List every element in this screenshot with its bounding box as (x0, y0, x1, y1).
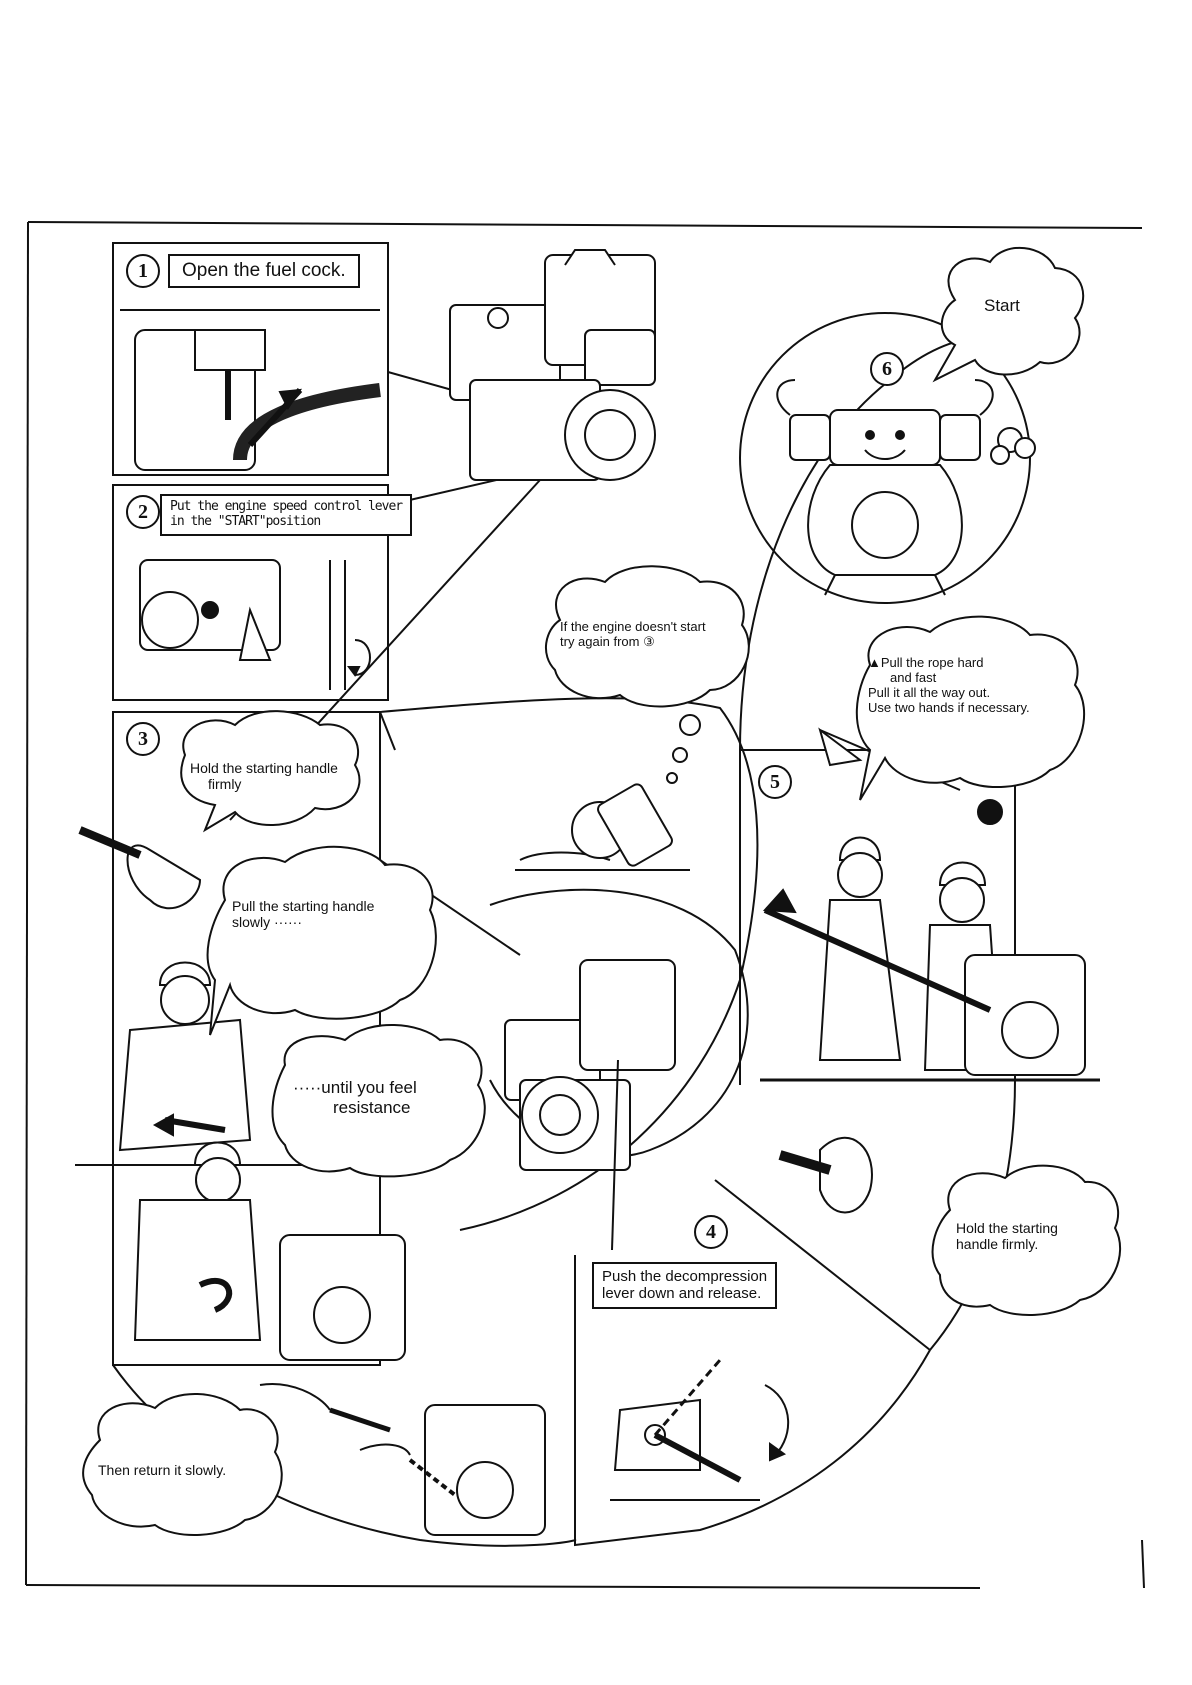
fuel-cock-icon (120, 309, 381, 471)
decompression-lever-icon (610, 1359, 790, 1501)
step-2-caption-line1: Put the engine speed control lever (170, 499, 403, 514)
bubble-start-shape (932, 246, 1085, 383)
bubble-hold-right-shape (931, 1164, 1121, 1317)
engine-top-icon (449, 249, 656, 481)
bubble-hold-right-text: Hold the starting handle firmly. (956, 1220, 1058, 1252)
bubble-hold-left-line2: firmly (208, 776, 242, 793)
bubble-hold-left-line1: Hold the starting handle (190, 760, 338, 776)
bubble-until-resistance-shape (271, 1023, 486, 1178)
frame-bottom-line (25, 1584, 981, 1589)
step-2-caption-line2: in the "START"position (170, 513, 321, 529)
speed-lever-icon (139, 559, 371, 690)
bubble-pull-rope-line1: ▲Pull the rope hard (868, 655, 984, 670)
step1-panel (112, 242, 389, 476)
step-6-marker: 6 (870, 352, 904, 386)
step2-panel (112, 484, 389, 701)
bubble-pull-rope-line4: Use two hands if necessary. (868, 699, 1030, 715)
workers-pulling-icon (760, 727, 1100, 1082)
frame-right-line (1141, 1539, 1145, 1589)
step-3-marker: 3 (126, 722, 160, 756)
bubble-try-again-text: If the engine doesn't start try again fr… (560, 619, 706, 650)
bubble-until-resistance-line2: resistance (333, 1097, 411, 1117)
bubble-hold-left-text: Hold the starting handle firmly (190, 760, 338, 792)
resting-man-icon (515, 714, 701, 871)
bubble-pull-slowly-line1: Pull the starting handle (232, 898, 375, 914)
bubble-start-text: Start (984, 296, 1020, 315)
frame-left-line (25, 221, 29, 1586)
step-4-caption-line1: Push the decompression (602, 1268, 768, 1285)
step4-panel (574, 1255, 931, 1547)
bubble-hold-right-line2: handle firmly. (956, 1236, 1039, 1253)
bubble-pull-rope-shape (855, 615, 1085, 801)
bubble-try-again-shape (544, 565, 750, 708)
step-4-marker: 4 (694, 1215, 728, 1249)
bubble-pull-rope-line2: and fast (890, 669, 937, 685)
step-5-marker: 5 (758, 765, 792, 799)
bubble-return-slowly-shape (82, 1392, 283, 1537)
bubble-hold-left-shape (180, 710, 361, 833)
frame-top-line (27, 221, 1143, 229)
bubble-try-again-line2: try again from ③ (560, 633, 655, 649)
bubble-pull-rope-line3: Pull it all the way out. (868, 684, 991, 700)
bubble-pull-rope-text: ▲Pull the rope hard and fast Pull it all… (868, 655, 1030, 716)
step-2-marker: 2 (126, 495, 160, 529)
step4-divider (714, 1179, 931, 1351)
step-4-caption-line2: lever down and release. (602, 1285, 762, 1303)
bubble-until-resistance-text: ·····until you feel resistance (293, 1078, 417, 1117)
bubble-return-slowly-text: Then return it slowly. (98, 1462, 227, 1478)
bubble-try-again-line1: If the engine doesn't start (560, 619, 706, 634)
step-4-caption: Push the decompression lever down and re… (592, 1262, 778, 1309)
hand-holding-handle-icon (778, 1136, 873, 1214)
step-2-caption: Put the engine speed control lever in th… (160, 494, 413, 536)
step6-circle (739, 312, 1031, 604)
speech-bubbles (82, 246, 1121, 1537)
bubble-pull-slowly-shape (206, 845, 437, 1036)
engine-center-icon (504, 959, 676, 1251)
bubble-pull-slowly-text: Pull the starting handle slowly ······ (232, 898, 374, 930)
step-1-caption: Open the fuel cock. (168, 254, 360, 288)
happy-engine-icon (776, 379, 1036, 596)
worker-pulling-handle-icon (75, 826, 406, 1361)
bubble-pull-slowly-line2: slowly ······ (232, 914, 302, 931)
bubble-until-resistance-line1: ·····until you feel (293, 1078, 417, 1097)
hand-return-icon (259, 1383, 546, 1536)
bubble-hold-right-line1: Hold the starting (956, 1220, 1058, 1236)
step-1-marker: 1 (126, 254, 160, 288)
